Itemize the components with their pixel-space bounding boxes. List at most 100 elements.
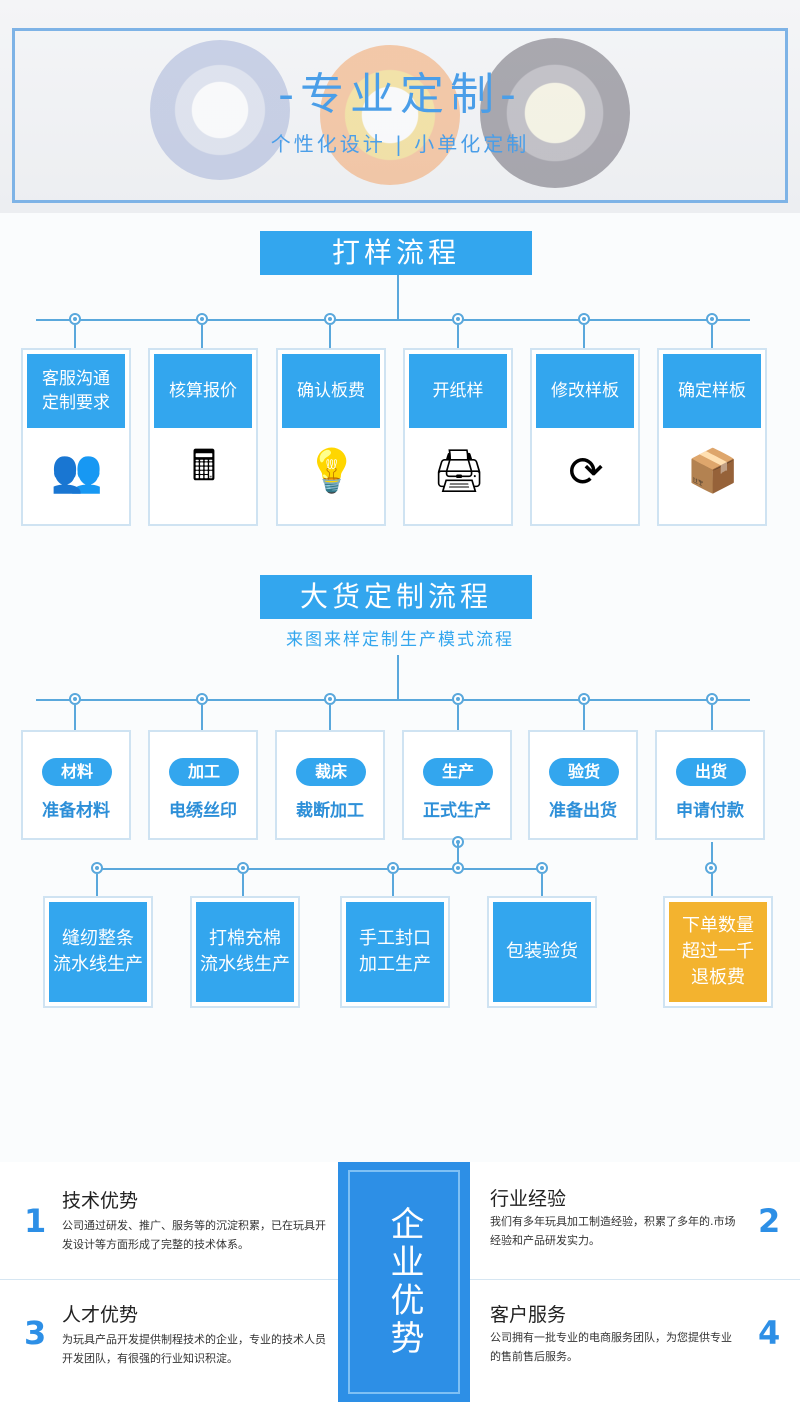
connector-line	[96, 874, 98, 896]
advantage-number: 2	[758, 1202, 781, 1240]
connector-line	[457, 325, 459, 348]
advantages-center-title: 企业优势	[348, 1170, 460, 1394]
connector-line	[329, 705, 331, 730]
production-substep-label: 包装验货	[493, 902, 591, 1002]
connector-node	[578, 313, 590, 325]
flower-plush-image	[480, 38, 630, 188]
production-substep-label: 缝纫整条 流水线生产	[49, 902, 147, 1002]
advantages-section: 企业优势 1 技术优势 公司通过研发、推广、服务等的沉淀积累，已在玩具开发设计等…	[0, 1162, 800, 1402]
connector-line	[392, 874, 394, 896]
sample-step-card: 修改样板 ⟳	[530, 348, 640, 526]
connector-node	[91, 862, 103, 874]
connector-line	[242, 874, 244, 896]
connector-line	[711, 705, 713, 730]
mass-step-tag: 裁床	[296, 758, 366, 786]
connector-line	[36, 699, 750, 701]
mass-step-card: 生产正式生产	[402, 730, 512, 840]
connector-node	[706, 693, 718, 705]
connector-line	[201, 325, 203, 348]
mass-step-desc: 准备出货	[549, 801, 617, 821]
production-substep-card: 打棉充棉 流水线生产	[190, 896, 300, 1008]
calculator-icon: 🖩	[191, 440, 217, 490]
production-substep-card: 包装验货	[487, 896, 597, 1008]
mass-process-subtitle: 来图来样定制生产模式流程	[286, 630, 514, 650]
connector-node	[324, 693, 336, 705]
sample-step-card: 确认板费 💡	[276, 348, 386, 526]
connector-line	[457, 705, 459, 730]
connector-node	[536, 862, 548, 874]
sample-step-label: 客服沟通 定制要求	[27, 354, 125, 428]
mass-step-card: 裁床裁断加工	[275, 730, 385, 840]
advantage-desc: 我们有多年玩具加工制造经验，积累了多年的.市场经验和产品研发实力。	[490, 1215, 736, 1247]
banner-subtitle: 个性化设计 | 小单化定制	[270, 132, 530, 156]
sample-process-title: 打样流程	[260, 231, 532, 275]
mass-step-card: 验货准备出货	[528, 730, 638, 840]
mass-step-tag: 生产	[423, 758, 493, 786]
connector-node	[324, 313, 336, 325]
mass-step-desc: 申请付款	[676, 801, 744, 821]
advantage-title: 客户服务	[490, 1304, 567, 1326]
connector-node	[196, 693, 208, 705]
sample-step-label: 确认板费	[282, 354, 380, 428]
connector-line	[74, 325, 76, 348]
production-substep-label: 手工封口 加工生产	[346, 902, 444, 1002]
connector-node	[452, 862, 464, 874]
production-substep-card: 缝纫整条 流水线生产	[43, 896, 153, 1008]
production-substep-label: 打棉充棉 流水线生产	[196, 902, 294, 1002]
mass-step-tag: 验货	[549, 758, 619, 786]
banner-title: -专业定制-	[278, 69, 522, 120]
mass-step-desc: 裁断加工	[296, 801, 364, 821]
advantages-center-panel: 企业优势	[338, 1162, 470, 1402]
connector-line	[583, 705, 585, 730]
mass-step-card: 材料准备材料	[21, 730, 131, 840]
refund-note-box: 下单数量 超过一千 退板费	[663, 896, 773, 1008]
connector-line	[329, 325, 331, 348]
connector-line	[583, 325, 585, 348]
sample-step-label: 确定样板	[663, 354, 761, 428]
connector-line	[397, 275, 399, 320]
connector-line	[74, 705, 76, 730]
connector-node	[69, 313, 81, 325]
connector-node	[706, 313, 718, 325]
advantage-title: 技术优势	[62, 1190, 139, 1212]
advantage-number: 4	[758, 1314, 781, 1352]
connector-node	[237, 862, 249, 874]
advantage-number: 1	[24, 1202, 47, 1240]
mass-step-desc: 电绣丝印	[169, 801, 237, 821]
connector-node	[452, 693, 464, 705]
mass-step-desc: 正式生产	[423, 801, 491, 821]
advantage-desc: 公司通过研发、推广、服务等的沉淀积累，已在玩具开发设计等方面形成了完整的技术体系…	[62, 1219, 326, 1251]
sample-step-label: 开纸样	[409, 354, 507, 428]
advantage-title: 人才优势	[62, 1304, 139, 1326]
connector-node	[452, 313, 464, 325]
sample-step-card: 确定样板 📦	[657, 348, 767, 526]
connector-line	[201, 705, 203, 730]
advantage-title: 行业经验	[490, 1188, 567, 1210]
mass-step-card: 加工电绣丝印	[148, 730, 258, 840]
sample-step-card: 核算报价🖩	[148, 348, 258, 526]
flower-plush-image	[150, 40, 290, 180]
mass-step-tag: 加工	[169, 758, 239, 786]
connector-line	[36, 319, 750, 321]
sample-step-label: 修改样板	[536, 354, 634, 428]
connector-line	[541, 874, 543, 896]
connector-node	[578, 693, 590, 705]
refund-note-text: 下单数量 超过一千 退板费	[669, 902, 767, 1002]
connector-line	[711, 325, 713, 348]
mass-step-desc: 准备材料	[42, 801, 110, 821]
printer-icon: 🖨	[432, 446, 486, 495]
connector-node	[387, 862, 399, 874]
connector-line	[457, 842, 459, 868]
flower-plush-image	[320, 45, 460, 185]
people-icon: 👥	[50, 446, 104, 495]
refresh-icon: ⟳	[568, 446, 604, 496]
banner-frame	[12, 28, 788, 203]
sample-step-card: 开纸样 🖨	[403, 348, 513, 526]
mass-step-tag: 材料	[42, 758, 112, 786]
boxes-icon: 📦	[686, 446, 740, 495]
sample-step-card: 客服沟通 定制要求 👥	[21, 348, 131, 526]
lightbulb-icon: 💡	[305, 446, 359, 495]
connector-node	[69, 693, 81, 705]
connector-node	[705, 862, 717, 874]
mass-process-title: 大货定制流程	[260, 575, 532, 619]
